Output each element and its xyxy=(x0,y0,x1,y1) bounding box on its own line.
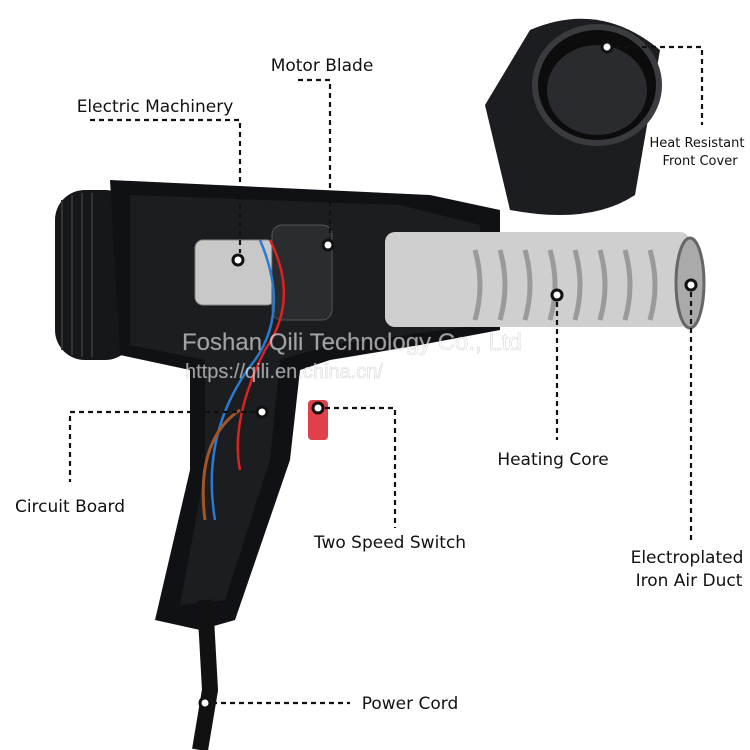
label-two-speed-switch: Two Speed Switch xyxy=(313,533,466,553)
watermark-line1: Foshan Qili Technology Co., Ltd xyxy=(182,329,522,356)
circuit-board-marker xyxy=(255,405,269,419)
heat-gun-illustration xyxy=(55,180,706,750)
label-power-cord: Power Cord xyxy=(362,694,459,714)
front-cover-illustration xyxy=(485,18,662,215)
label-electric-machinery: Electric Machinery xyxy=(77,97,234,117)
heating-core-marker xyxy=(550,288,564,302)
label-circuit-board: Circuit Board xyxy=(15,497,125,517)
marker-dots xyxy=(198,40,698,710)
electric-machinery-marker xyxy=(231,253,245,267)
label-front-cover-1: Heat Resistant xyxy=(650,136,745,151)
motor-blade-marker xyxy=(321,238,335,252)
leader-lines xyxy=(68,45,704,705)
label-air-duct-1: Electroplated xyxy=(631,548,744,568)
label-heating-core: Heating Core xyxy=(497,450,608,470)
label-front-cover-2: Front Cover xyxy=(662,154,738,169)
power-cord-marker xyxy=(198,696,212,710)
air-duct-marker xyxy=(684,278,698,292)
watermark-line2: https://qili.en.china.cn/ xyxy=(185,361,383,383)
switch-marker xyxy=(311,401,325,415)
label-motor-blade: Motor Blade xyxy=(271,56,374,76)
front-cover-marker xyxy=(600,40,614,54)
label-air-duct-2: Iron Air Duct xyxy=(636,571,743,591)
